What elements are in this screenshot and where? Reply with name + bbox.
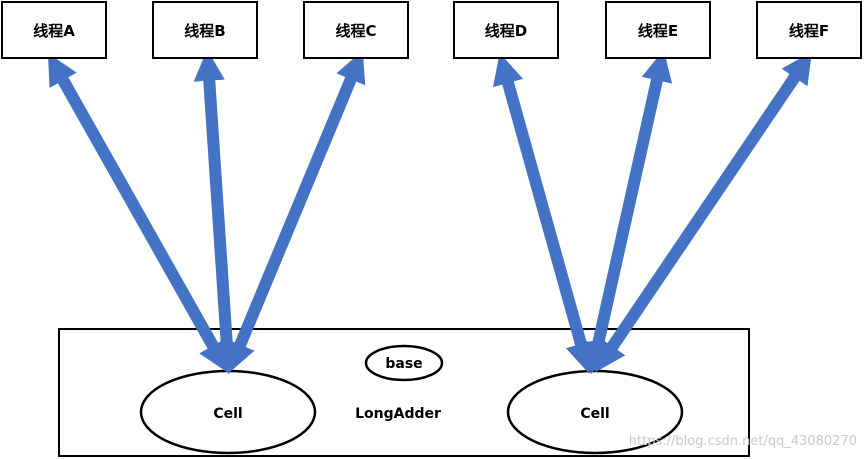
arrows [47, 49, 812, 375]
thread-label-c: 线程C [335, 22, 376, 40]
thread-box-a: 线程A [1, 1, 107, 59]
cell-label-right: Cell [580, 406, 609, 422]
thread-label-e: 线程E [638, 22, 678, 40]
arrow-thread-b-cell [193, 49, 243, 375]
thread-label-b: 线程B [184, 22, 225, 40]
cell-label-left: Cell [213, 406, 242, 422]
longadder-label: LongAdder [355, 406, 441, 422]
arrow-thread-f-cell [595, 51, 812, 373]
thread-label-a: 线程A [33, 22, 75, 40]
thread-box-d: 线程D [453, 1, 559, 59]
base-label: base [385, 356, 422, 372]
thread-label-f: 线程F [789, 22, 829, 40]
thread-box-f: 线程F [756, 1, 862, 59]
thread-box-c: 线程C [303, 1, 409, 59]
arrow-thread-a-cell [47, 53, 229, 373]
arrow-thread-c-cell [225, 50, 366, 374]
base-ellipse [364, 344, 444, 382]
thread-label-d: 线程D [485, 22, 527, 40]
thread-box-b: 线程B [152, 1, 258, 59]
watermark-text: https://blog.csdn.net/qq_43080270 [629, 434, 857, 449]
arrow-thread-d-cell [493, 52, 596, 375]
thread-box-e: 线程E [605, 1, 711, 59]
